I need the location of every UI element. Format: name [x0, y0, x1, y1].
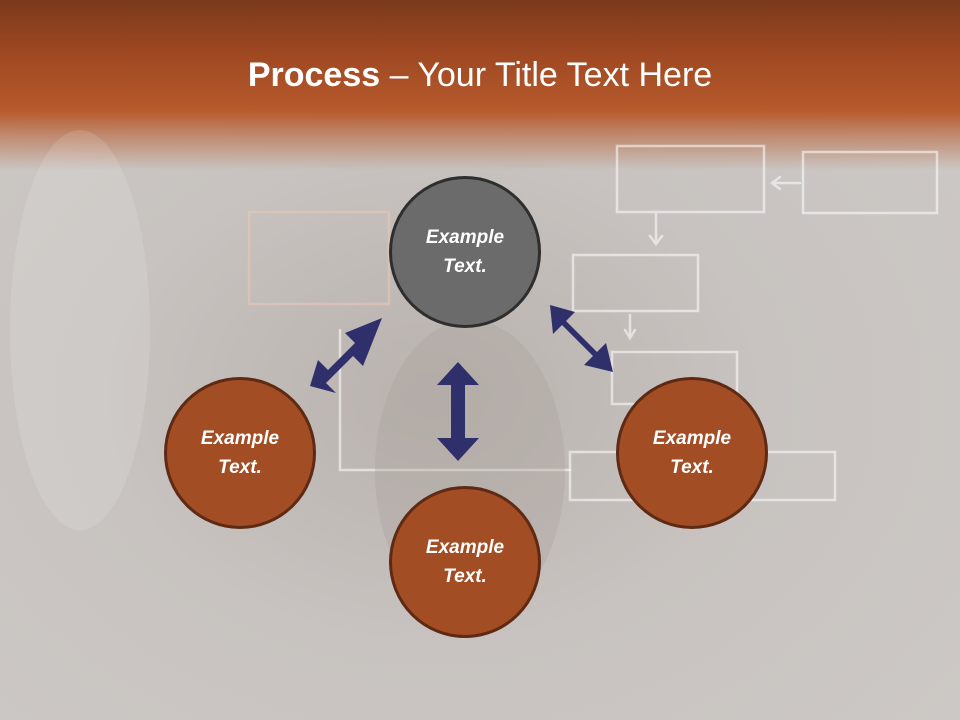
sketch-arrow [648, 212, 664, 247]
double-arrow-upper-right [550, 305, 613, 372]
node-left[interactable]: Example Text. [164, 377, 316, 529]
node-bottom[interactable]: Example Text. [389, 486, 541, 638]
light-glow [10, 130, 150, 530]
sketch-box [247, 210, 391, 306]
title-rest: – Your Title Text Here [380, 56, 713, 94]
node-right[interactable]: Example Text. [616, 377, 768, 529]
sketch-arrow [623, 313, 637, 341]
sketch-line [338, 328, 572, 472]
title-banner [0, 0, 960, 170]
node-left-text: Example Text. [200, 428, 280, 478]
sketch-box [615, 144, 766, 214]
node-bottom-text: Example Text. [425, 537, 505, 587]
node-right-text: Example Text. [652, 428, 732, 478]
node-top-text: Example Text. [425, 227, 505, 277]
sketch-arrow [769, 175, 802, 191]
double-arrow-upper-left [310, 318, 382, 393]
slide-title[interactable]: Process – Your Title Text Here [0, 52, 960, 98]
sketch-box [571, 253, 700, 313]
node-top[interactable]: Example Text. [389, 176, 541, 328]
sketch-box [801, 150, 939, 215]
double-arrow-vertical [437, 362, 479, 461]
title-bold: Process [247, 56, 381, 94]
